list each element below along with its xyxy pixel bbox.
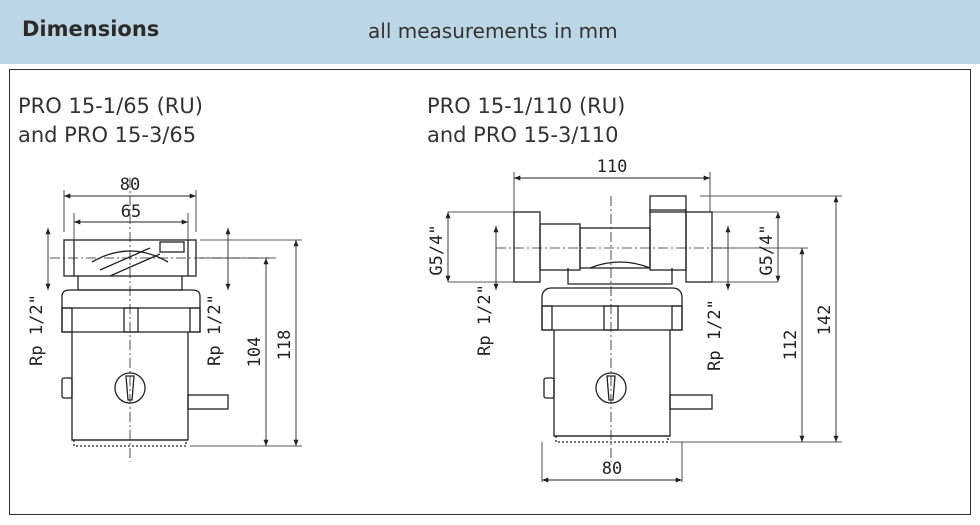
right-pump-drawing <box>445 172 842 483</box>
right-dim-thread-rp-left: Rp 1/2" <box>475 284 495 356</box>
left-dim-width-inner: 65 <box>121 202 141 222</box>
right-dim-thread-g-left: G5/4" <box>427 224 447 275</box>
right-dim-height-inner: 112 <box>781 330 801 361</box>
left-dim-thread-left: Rp 1/2" <box>27 294 47 366</box>
left-caption-line2: and PRO 15-3/65 <box>18 123 197 147</box>
right-dim-thread-g-right: G5/4" <box>757 224 777 275</box>
right-dim-height-outer: 142 <box>815 305 835 336</box>
right-dim-thread-rp-right: Rp 1/2" <box>705 299 725 371</box>
drawing-panel <box>9 69 971 515</box>
left-caption-line1: PRO 15-1/65 (RU) <box>18 94 203 118</box>
right-dim-width-bottom: 80 <box>602 459 622 479</box>
right-caption-line2: and PRO 15-3/110 <box>427 123 619 147</box>
right-caption-line1: PRO 15-1/110 (RU) <box>427 94 626 118</box>
right-dim-width-top: 110 <box>597 157 628 177</box>
left-dim-thread-right: Rp 1/2" <box>205 294 225 366</box>
left-caption: PRO 15-1/65 (RU) and PRO 15-3/65 <box>18 92 203 150</box>
measurement-note: all measurements in mm <box>368 19 618 43</box>
left-pump-drawing <box>45 178 302 462</box>
left-dim-height-outer: 118 <box>275 330 295 361</box>
left-dim-height-inner: 104 <box>245 337 265 368</box>
section-title: Dimensions <box>22 17 160 41</box>
left-dim-width-outer: 80 <box>120 175 140 195</box>
section-header: Dimensions all measurements in mm <box>0 0 980 64</box>
right-caption: PRO 15-1/110 (RU) and PRO 15-3/110 <box>427 92 625 150</box>
